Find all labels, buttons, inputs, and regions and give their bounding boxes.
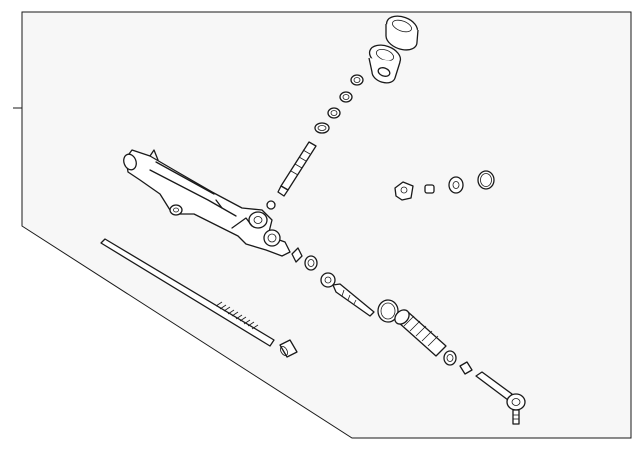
pinion-dust-seal-part xyxy=(266,200,276,210)
boot-clamp-ring xyxy=(377,299,399,323)
jam-nut-part xyxy=(443,350,473,375)
pinion-shaft-part xyxy=(277,141,317,197)
outer-tie-rod-end-part xyxy=(475,371,526,425)
rack-bar-part xyxy=(100,238,275,347)
rack-guide-set-part xyxy=(394,170,495,201)
adjuster-plug-part xyxy=(368,44,402,84)
o-ring-set-part xyxy=(314,74,364,134)
steering-rack-housing-part xyxy=(123,149,291,257)
inner-tie-rod-part xyxy=(320,272,375,317)
boot-clamp-part xyxy=(291,247,318,271)
rack-bushing-part xyxy=(279,339,298,358)
diagram-panel xyxy=(21,11,632,439)
pinion-cap-part xyxy=(385,15,419,51)
bellows-boot-part xyxy=(394,309,447,357)
